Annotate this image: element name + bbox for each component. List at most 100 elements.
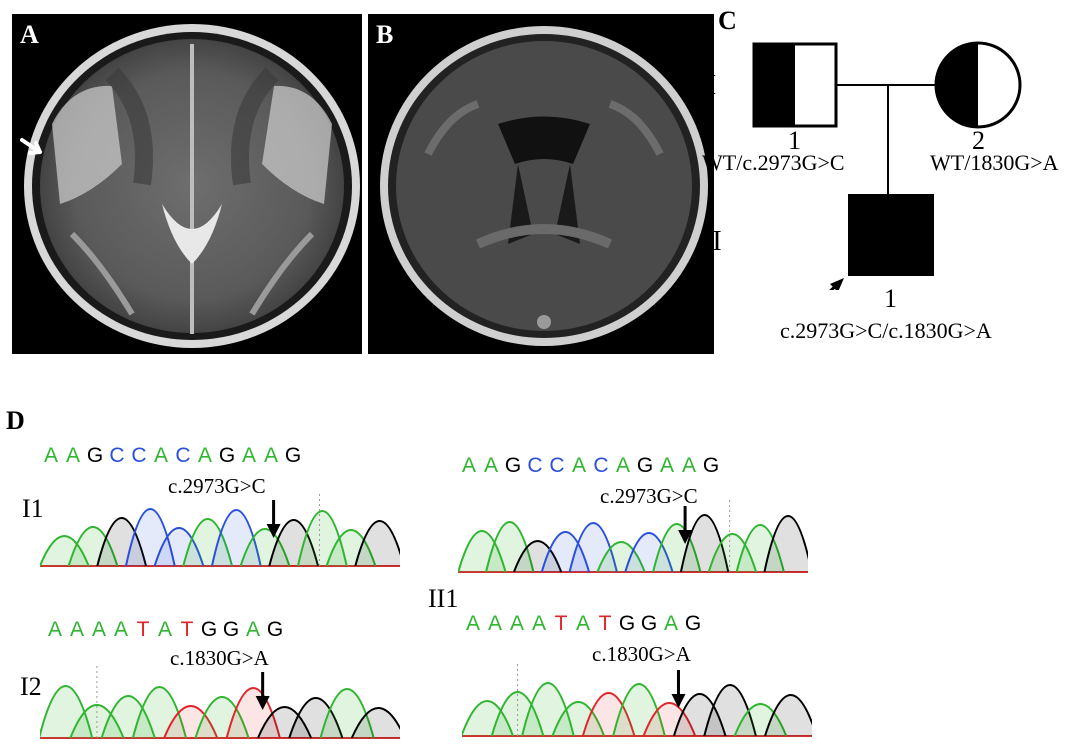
base-letter: A (241, 444, 256, 467)
panel-label-b: B (376, 20, 394, 49)
base-letter: C (131, 444, 147, 467)
chromatogram-peak (707, 533, 758, 573)
chromatogram-peak (350, 707, 400, 739)
chromatogram-peak (96, 517, 148, 567)
chromatogram-peak (540, 531, 591, 573)
chromatogram-peak (319, 688, 375, 739)
generation-label-2: II (703, 226, 722, 257)
chromatogram-peak (354, 520, 400, 567)
mutation-label-3: c.1830G>A (170, 646, 269, 670)
base-letter: G (636, 454, 654, 477)
base-letter: A (487, 612, 502, 635)
mri-panel-a: A (12, 14, 362, 354)
chromatogram-3 (40, 666, 400, 739)
chromatogram-peak (679, 514, 730, 573)
base-letter: G (86, 444, 104, 467)
base-letter: T (180, 618, 194, 641)
chromatogram-4 (462, 664, 812, 737)
chromatogram-peak (100, 695, 156, 739)
proband-arrowhead-icon (830, 278, 844, 290)
chromatogram-peak (268, 519, 319, 567)
chromatogram-peak (763, 515, 808, 573)
base-letter: G (618, 612, 636, 635)
mother-genotype: WT/1830G>A (930, 150, 1059, 175)
father-fill (754, 44, 795, 126)
base-letter: A (197, 444, 212, 467)
base-letter: A (65, 444, 80, 467)
base-letter: G (504, 454, 522, 477)
mutation-arrow-icon (678, 506, 693, 544)
chromatogram-peak (67, 526, 119, 567)
chromatogram-peak (612, 683, 666, 737)
base-letter: A (615, 454, 630, 477)
chromatogram-peak (458, 530, 507, 573)
chromatogram-1 (40, 494, 400, 567)
panel-label-d: D (6, 406, 25, 435)
chromatogram-peak (288, 697, 344, 739)
base-letter: T (598, 612, 612, 635)
arrow-icon (20, 138, 42, 155)
mutation-label-4: c.1830G>A (592, 642, 691, 666)
proband-symbol (848, 194, 934, 276)
proband-genotype: c.2973G>C/c.1830G>A (780, 318, 992, 343)
mutation-label-1: c.2973G>C (168, 474, 266, 498)
base-letter: A (461, 454, 476, 477)
chromatogram-peak (296, 510, 348, 567)
base-letter: A (153, 444, 168, 467)
father-genotype: WT/c.2973G>C (702, 150, 845, 175)
mri-axial-t1-image (380, 26, 708, 346)
trace-label-4: II1 (428, 584, 459, 613)
base-letter: A (47, 618, 62, 641)
base-letter: A (43, 444, 58, 467)
mutation-arrow-icon (266, 500, 281, 538)
mother-number: 2 (972, 126, 985, 155)
chromatogram-peak (485, 521, 535, 573)
base-letter: A (465, 612, 480, 635)
base-letter: A (245, 618, 260, 641)
mri-axial-t2-image (24, 24, 360, 348)
chromatogram-peak (194, 696, 250, 739)
base-letter: G (222, 618, 240, 641)
chromatogram-peak (764, 694, 812, 737)
base-letter: A (575, 612, 590, 635)
proband-number: 1 (884, 284, 897, 313)
father-number: 1 (788, 126, 801, 155)
mri-panel-b: B (368, 14, 714, 354)
chromatogram-peak (40, 685, 94, 739)
trace-label-1: I1 (22, 494, 44, 523)
base-letter: G (684, 612, 702, 635)
base-letter: T (136, 618, 150, 641)
chromatogram-peak (210, 509, 262, 567)
mutation-arrow-icon (671, 670, 686, 708)
base-letter: A (681, 454, 696, 477)
base-letter: A (69, 618, 84, 641)
base-letter: G (640, 612, 658, 635)
chromatogram-peak (131, 686, 188, 739)
base-letter: A (113, 618, 128, 641)
chromatogram-peak (703, 684, 757, 737)
mutation-arrow-icon (255, 672, 270, 710)
pedigree-chart (752, 41, 1022, 290)
base-letter: C (527, 454, 543, 477)
base-letter: C (175, 444, 191, 467)
panel-label-a: A (20, 20, 39, 49)
chromatogram-peak (568, 522, 618, 573)
base-letter: A (483, 454, 498, 477)
base-letter: A (663, 612, 678, 635)
mother-fill (936, 43, 978, 127)
base-letter: A (91, 618, 106, 641)
chromatogram-peak (153, 527, 205, 567)
mutation-label-2: c.2973G>C (600, 484, 698, 508)
base-letter: A (509, 612, 524, 635)
generation-label-1: I (707, 70, 717, 101)
base-letter: A (659, 454, 674, 477)
trace-label-3: I2 (20, 672, 42, 701)
base-letter: C (593, 454, 609, 477)
chromatogram-peak (124, 508, 176, 567)
base-letter: G (284, 444, 302, 467)
chromatogram-peak (581, 692, 636, 737)
base-letter: G (266, 618, 284, 641)
panel-label-c: C (718, 6, 737, 35)
